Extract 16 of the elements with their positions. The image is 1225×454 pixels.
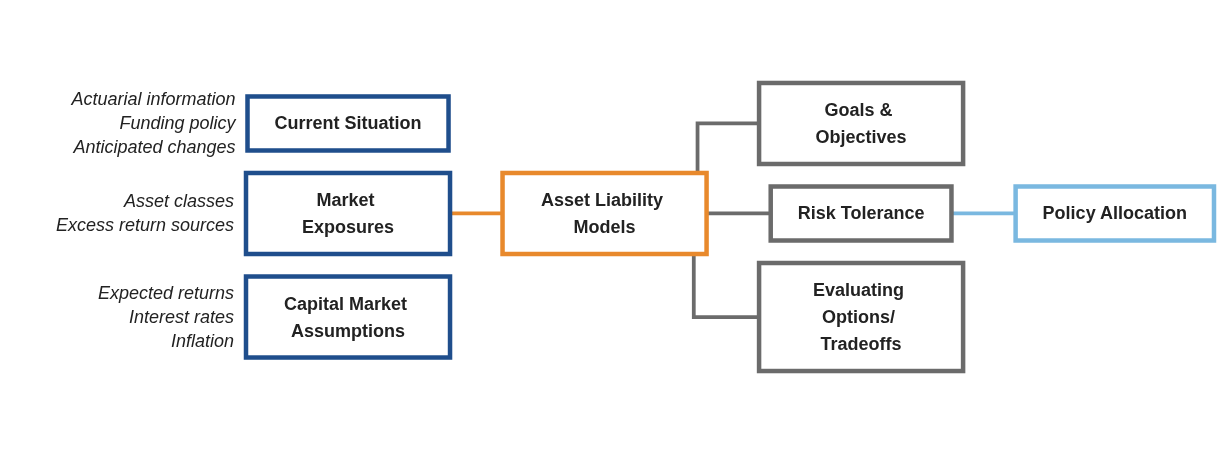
side-note: Actuarial information bbox=[70, 88, 236, 112]
node-box: Current Situation bbox=[245, 94, 451, 153]
side-note: Excess return sources bbox=[54, 214, 234, 238]
node-box: Asset Liability Models bbox=[500, 170, 709, 257]
side-note: Interest rates bbox=[127, 306, 234, 329]
side-note: Inflation bbox=[169, 330, 234, 353]
node-box: Evaluating Options/ Tradeoffs bbox=[756, 260, 966, 374]
node-box: Risk Tolerance bbox=[768, 184, 954, 243]
node-box: Goals & Objectives bbox=[756, 80, 966, 167]
node-box: Market Exposures bbox=[243, 170, 453, 257]
side-note: Expected returns bbox=[96, 282, 234, 305]
side-note: Funding policy bbox=[118, 112, 236, 136]
side-note: Asset classes bbox=[122, 190, 234, 214]
node-box: Capital Market Assumptions bbox=[243, 274, 453, 360]
node-box: Policy Allocation bbox=[1013, 184, 1217, 243]
side-note: Anticipated changes bbox=[72, 136, 236, 160]
